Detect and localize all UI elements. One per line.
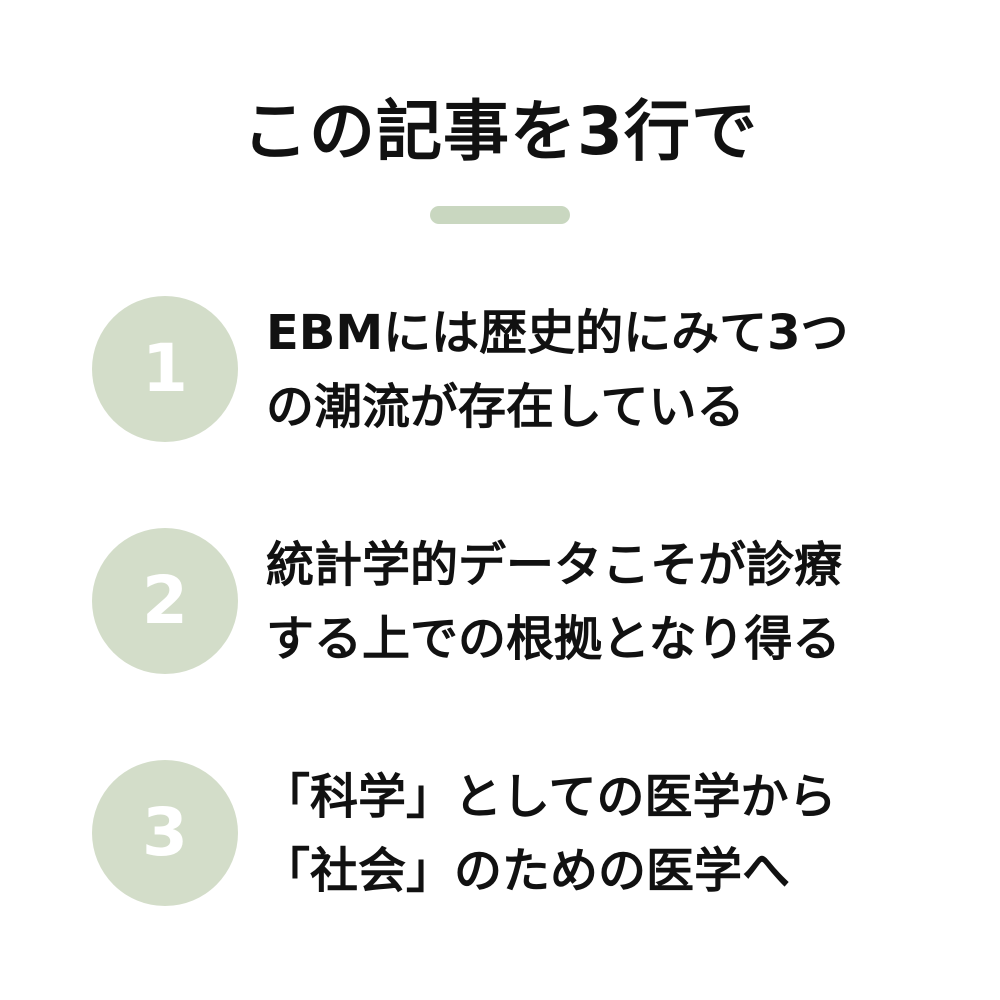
- summary-line: の潮流が存在している: [266, 379, 745, 435]
- summary-text: EBMには歴史的にみて3つ の潮流が存在している: [266, 296, 966, 444]
- summary-line: 「社会」のための医学へ: [262, 843, 791, 899]
- summary-text: 「科学」としての医学から 「社会」のための医学へ: [262, 760, 962, 908]
- number-label: 3: [142, 794, 188, 871]
- number-badge: 2: [92, 528, 238, 674]
- summary-line: 統計学的データこそが診療: [266, 537, 843, 593]
- summary-item-3: 3 「科学」としての医学から 「社会」のための医学へ: [0, 758, 1000, 908]
- summary-line: 「科学」としての医学から: [262, 769, 837, 825]
- summary-text: 統計学的データこそが診療 する上での根拠となり得る: [266, 528, 966, 676]
- summary-line: する上での根拠となり得る: [266, 611, 841, 667]
- page-title: この記事を3行で: [242, 93, 758, 170]
- number-label: 1: [142, 330, 188, 407]
- title-divider: [430, 206, 570, 224]
- summary-item-1: 1 EBMには歴史的にみて3つ の潮流が存在している: [0, 294, 1000, 444]
- summary-line: EBMには歴史的にみて3つ: [266, 305, 849, 361]
- number-badge: 3: [92, 760, 238, 906]
- summary-item-2: 2 統計学的データこそが診療 する上での根拠となり得る: [0, 526, 1000, 676]
- number-label: 2: [142, 562, 188, 639]
- number-badge: 1: [92, 296, 238, 442]
